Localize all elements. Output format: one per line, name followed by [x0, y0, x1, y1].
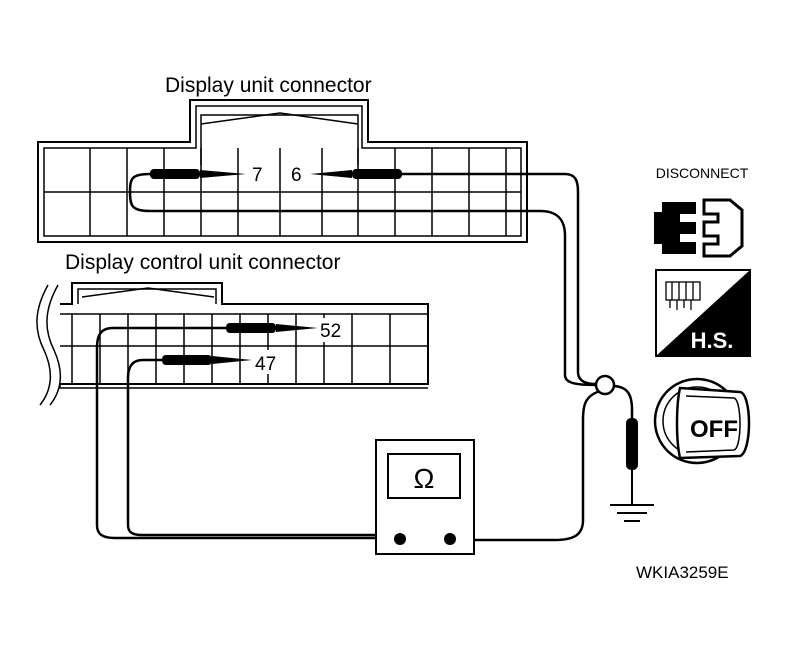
display-control-unit-connector-label: Display control unit connector [65, 251, 340, 274]
probe-tips [150, 169, 402, 365]
pin-6-label: 6 [291, 165, 302, 186]
display-control-unit-connector [36, 282, 429, 406]
ground-symbol-icon [610, 500, 654, 522]
meter-terminal-left [394, 533, 406, 545]
pin-47-label: 47 [255, 354, 276, 375]
junction-point [594, 374, 616, 396]
test-lead-wires [95, 172, 634, 542]
display-unit-connector [37, 99, 528, 243]
pin-52-label: 52 [320, 321, 341, 342]
pin-7-label: 7 [252, 165, 263, 186]
figure-code: WKIA3259E [636, 563, 729, 582]
disconnect-icon [654, 198, 744, 258]
ohmmeter [375, 439, 475, 555]
display-unit-connector-label: Display unit connector [165, 74, 372, 97]
harness-side-icon [655, 269, 751, 357]
ignition-off-icon [653, 377, 751, 465]
harness-side-label: H.S. [691, 328, 734, 353]
ground-probe [626, 418, 638, 500]
meter-terminal-right [444, 533, 456, 545]
ohm-symbol: Ω [414, 463, 435, 494]
ignition-off-label: OFF [690, 416, 738, 443]
disconnect-label: DISCONNECT [656, 165, 749, 181]
